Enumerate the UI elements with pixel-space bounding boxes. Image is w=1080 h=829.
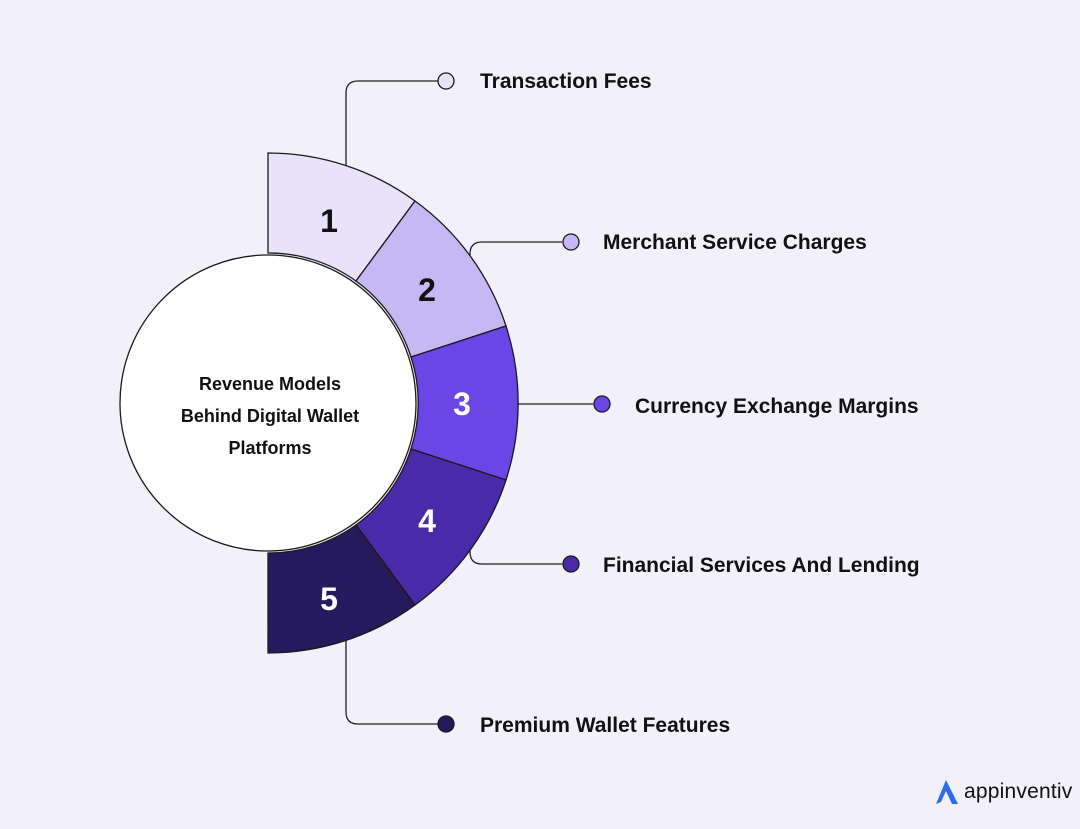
logo-text: appinventiv bbox=[964, 780, 1073, 803]
dot-1 bbox=[437, 72, 455, 90]
logo-mark bbox=[936, 780, 958, 804]
center-title: Revenue Models Behind Digital Wallet Pla… bbox=[150, 368, 390, 464]
segment-labels: Transaction Fees Merchant Service Charge… bbox=[480, 70, 920, 737]
center-title-line-1: Revenue Models bbox=[198, 374, 342, 394]
appinventiv-logo-icon bbox=[936, 780, 958, 804]
segment-number-1: 1 bbox=[320, 203, 338, 239]
endpoint-dots bbox=[437, 72, 611, 733]
center-circle bbox=[119, 254, 417, 552]
dot-3 bbox=[593, 395, 611, 413]
connector-2 bbox=[469, 241, 562, 262]
dot-4 bbox=[562, 555, 580, 573]
appinventiv-logo: appinventiv bbox=[932, 776, 1072, 808]
segment-number-3: 3 bbox=[453, 386, 471, 422]
segment-number-2: 2 bbox=[418, 272, 436, 308]
ring-segments bbox=[267, 152, 519, 654]
segment-number-5: 5 bbox=[320, 581, 338, 617]
center-title-line-3: Platforms bbox=[228, 438, 312, 458]
connector-5 bbox=[345, 640, 438, 725]
label-premium-wallet-features: Premium Wallet Features bbox=[480, 714, 730, 737]
segment-5 bbox=[267, 524, 416, 654]
connector-4 bbox=[469, 540, 562, 565]
segment-number-4: 4 bbox=[418, 503, 436, 539]
label-merchant-service-charges: Merchant Service Charges bbox=[603, 231, 867, 254]
label-financial-services-lending: Financial Services And Lending bbox=[603, 554, 920, 577]
dot-5 bbox=[437, 715, 455, 733]
segment-numbers: 1 2 3 4 5 bbox=[320, 203, 471, 617]
label-currency-exchange-margins: Currency Exchange Margins bbox=[635, 395, 919, 418]
center-title-line-2: Behind Digital Wallet bbox=[180, 406, 360, 426]
connector-1 bbox=[345, 80, 438, 165]
label-transaction-fees: Transaction Fees bbox=[480, 70, 652, 93]
dot-2 bbox=[562, 233, 580, 251]
connectors bbox=[345, 80, 593, 725]
